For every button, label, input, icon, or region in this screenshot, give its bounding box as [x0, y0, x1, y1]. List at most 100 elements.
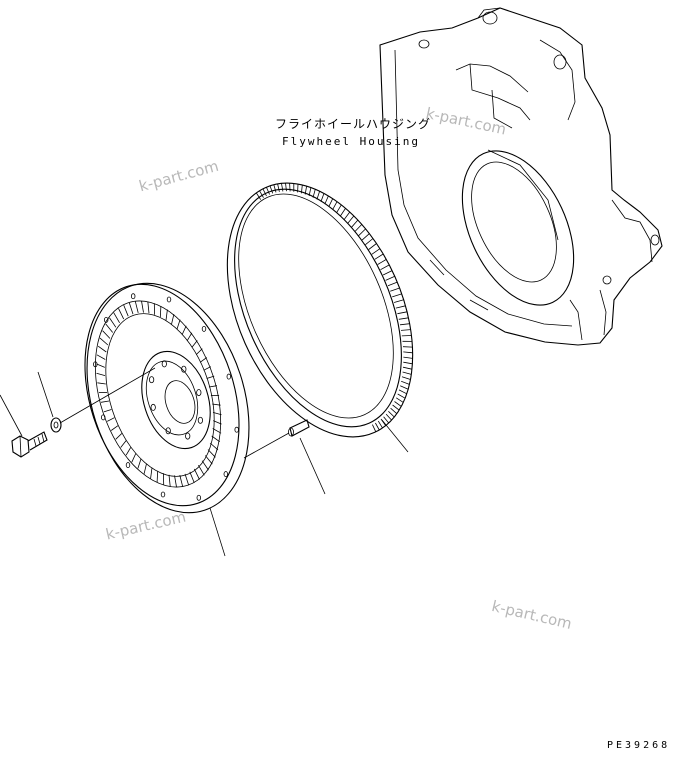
- gear-tooth: [156, 470, 159, 483]
- bolt-hole: [103, 316, 109, 323]
- flywheel: [84, 282, 250, 514]
- dowel-pin-leader: [299, 437, 326, 495]
- gear-tooth: [174, 475, 177, 488]
- gear-tooth: [395, 305, 406, 309]
- gear-tooth: [208, 385, 218, 388]
- gear-tooth: [102, 330, 111, 339]
- gear-tooth: [385, 275, 395, 281]
- gear-tooth: [400, 329, 411, 331]
- gear-tooth: [107, 417, 115, 422]
- gear-tooth: [96, 354, 106, 360]
- gear-tooth: [392, 404, 400, 411]
- gear-tooth: [181, 325, 187, 335]
- gear-tooth: [401, 380, 410, 385]
- gear-tooth: [394, 401, 402, 407]
- gear-tooth: [385, 413, 392, 421]
- gear-tooth: [285, 183, 287, 192]
- gear-tooth: [289, 183, 291, 192]
- gear-tooth: [143, 463, 147, 474]
- gear-tooth: [137, 458, 142, 469]
- gear-tooth: [201, 460, 209, 471]
- gear-tooth: [328, 198, 334, 207]
- gear-tooth: [397, 311, 408, 315]
- washer-leader: [37, 371, 54, 418]
- bolt-hole: [125, 462, 131, 469]
- gear-tooth: [392, 293, 402, 298]
- gear-tooth: [131, 453, 137, 463]
- bolt-hole: [150, 403, 156, 411]
- gear-tooth: [365, 238, 374, 246]
- gear-tooth: [358, 228, 366, 236]
- gear-tooth: [281, 183, 284, 192]
- gear-tooth: [204, 455, 213, 465]
- gear-tooth: [203, 366, 211, 371]
- gear-tooth: [213, 420, 222, 425]
- bolt-hole: [93, 361, 98, 368]
- gear-tooth: [191, 340, 198, 348]
- gear-tooth: [134, 301, 139, 313]
- gear-tooth: [184, 473, 190, 486]
- gear-tooth: [100, 400, 110, 403]
- gear-tooth: [176, 319, 181, 330]
- gear-tooth: [339, 208, 346, 217]
- gear-tooth: [118, 308, 125, 320]
- housing-label-japanese: フライホイールハウジング: [275, 117, 432, 131]
- gear-tooth: [150, 467, 153, 479]
- gear-tooth: [277, 183, 280, 192]
- gear-tooth: [380, 264, 390, 271]
- gear-tooth: [97, 345, 107, 353]
- bolt-hole: [234, 426, 239, 433]
- gear-tooth: [372, 424, 377, 432]
- bolt-hole: [149, 376, 155, 384]
- gear-tooth: [96, 372, 106, 376]
- bolt-leader: [0, 394, 23, 437]
- bolt-hole: [196, 494, 201, 501]
- gear-tooth: [402, 366, 412, 370]
- gear-tooth: [168, 474, 171, 487]
- gear-tooth: [171, 314, 175, 325]
- gear-tooth: [212, 403, 221, 406]
- gear-tooth: [403, 351, 413, 354]
- bolt-hole: [226, 373, 231, 380]
- gear-tooth: [399, 323, 410, 326]
- gear-tooth: [343, 211, 351, 220]
- bolt-hole: [166, 296, 172, 303]
- bolt-hole: [165, 427, 171, 435]
- gear-tooth: [324, 195, 329, 205]
- gear-tooth: [387, 281, 398, 287]
- gear-tooth: [393, 299, 404, 303]
- flywheel-housing: [379, 7, 663, 346]
- gear-tooth: [336, 204, 342, 214]
- gear-tooth: [377, 420, 383, 429]
- gear-tooth: [266, 187, 270, 195]
- gear-tooth: [159, 305, 162, 318]
- bolt-hole: [161, 360, 167, 368]
- gear-tooth: [383, 416, 390, 424]
- gear-tooth: [189, 471, 195, 484]
- housing-label-english: Flywheel Housing: [282, 135, 420, 148]
- gear-tooth: [199, 357, 208, 363]
- gear-tooth: [368, 243, 377, 250]
- gear-tooth: [377, 259, 387, 265]
- gear-tooth: [259, 190, 264, 198]
- bolt-axis-line: [59, 367, 156, 424]
- gear-tooth: [375, 422, 380, 431]
- gear-tooth: [103, 409, 112, 413]
- gear-tooth: [273, 184, 277, 193]
- gear-tooth: [211, 435, 221, 443]
- bolt-hole: [201, 325, 207, 332]
- bolt: [11, 431, 48, 458]
- gear-tooth: [388, 411, 395, 418]
- gear-tooth: [209, 442, 219, 451]
- bolt-hole: [223, 471, 228, 478]
- gear-tooth: [403, 356, 413, 359]
- gear-tooth: [113, 312, 120, 324]
- gear-tooth: [301, 184, 303, 194]
- ring-gear: [226, 182, 414, 438]
- washer: [50, 417, 62, 433]
- gear-tooth: [382, 270, 393, 276]
- bolt-hole: [130, 293, 136, 300]
- gear-tooth: [380, 418, 387, 426]
- gear-tooth: [99, 337, 109, 346]
